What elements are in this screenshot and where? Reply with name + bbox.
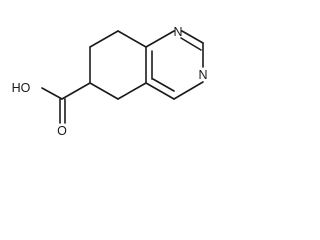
bond-n1-c2 (181, 30, 204, 44)
hydroxyl-label: HO (12, 81, 31, 95)
molecule-svg: N N HO O (12, 25, 208, 138)
bond-c-oh (41, 87, 63, 100)
bond-c4-c4a-inner (152, 78, 175, 92)
bond-n1-c2-inner (180, 37, 202, 51)
bond-c4-c4a (145, 82, 175, 100)
bond-c8-c7 (89, 30, 119, 48)
bond-n3-c4 (173, 81, 204, 100)
bond-c8a-n1 (145, 30, 175, 48)
bond-c8a-c8 (117, 30, 147, 48)
bond-c6-c5 (89, 82, 119, 100)
carbonyl-oxygen-label: O (57, 124, 67, 138)
nitrogen-1-label: N (173, 25, 182, 39)
bond-c5-c4a (117, 82, 147, 100)
bond-c6-cooh (61, 82, 91, 100)
nitrogen-3-label: N (198, 68, 207, 82)
